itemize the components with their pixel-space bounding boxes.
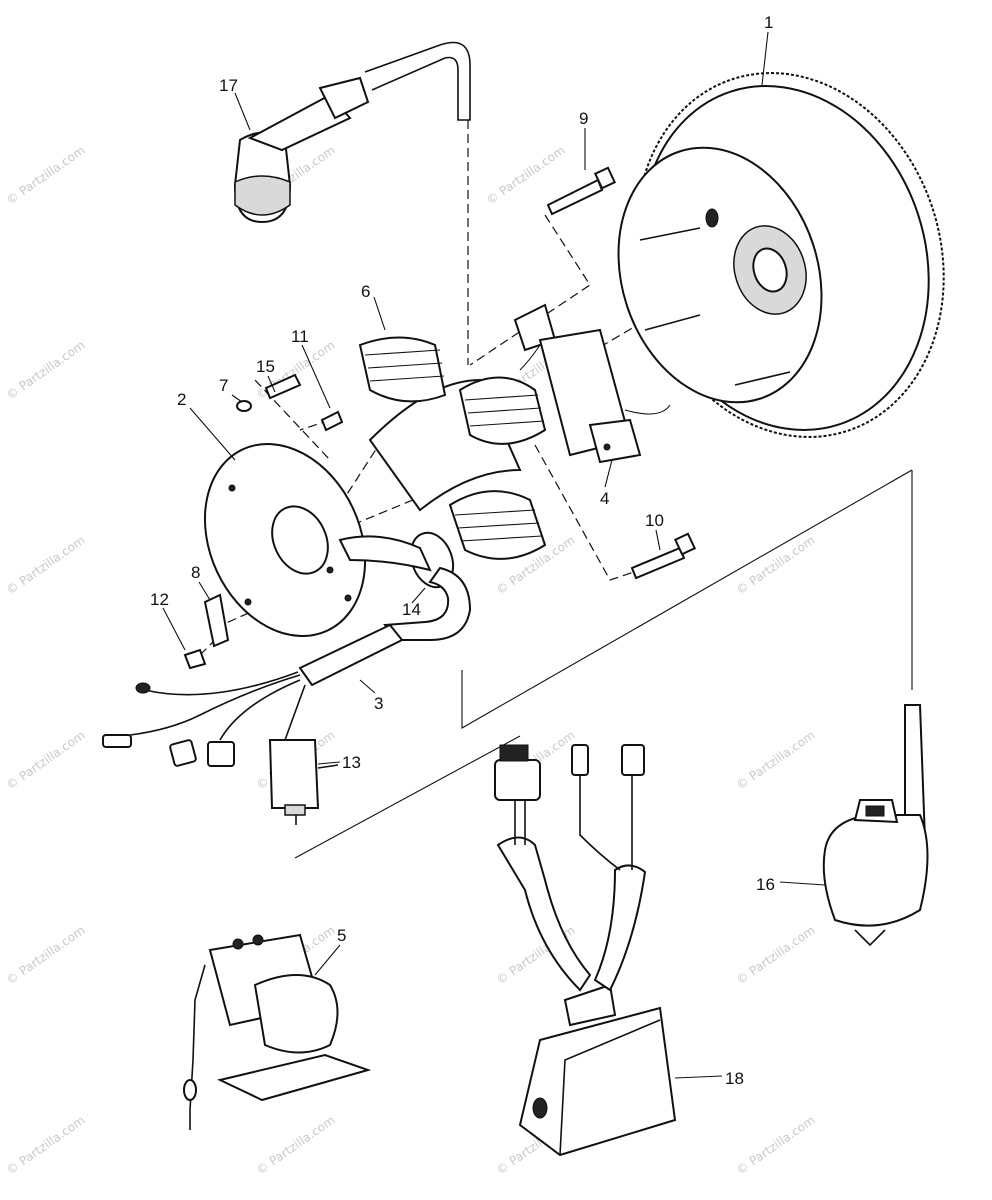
callout-2: 2 bbox=[177, 390, 186, 409]
ignition-coil bbox=[822, 704, 929, 947]
callout-16: 16 bbox=[756, 875, 775, 894]
watermark: © Partzilla.com bbox=[4, 338, 88, 403]
clamp-and-screw bbox=[183, 593, 230, 670]
callout-14: 14 bbox=[402, 600, 421, 619]
starter-solenoid bbox=[183, 933, 372, 1130]
callout-3: 3 bbox=[374, 694, 383, 713]
watermark: © Partzilla.com bbox=[4, 923, 88, 988]
screw-15 bbox=[264, 373, 302, 400]
watermark: © Partzilla.com bbox=[734, 1113, 818, 1178]
stator-base-plate bbox=[203, 442, 367, 638]
grommet-and-harness bbox=[102, 531, 472, 767]
bolt bbox=[630, 532, 697, 580]
callout-11: 11 bbox=[291, 327, 309, 346]
screw-11 bbox=[320, 410, 344, 432]
callout-13: 13 bbox=[342, 753, 361, 772]
watermark: © Partzilla.com bbox=[734, 728, 818, 793]
callout-9: 9 bbox=[579, 109, 588, 128]
callout-4: 4 bbox=[600, 489, 609, 508]
spark-plug-cap bbox=[233, 41, 471, 224]
watermark: © Partzilla.com bbox=[4, 143, 88, 208]
callout-10: 10 bbox=[645, 511, 664, 530]
watermark: © Partzilla.com bbox=[4, 728, 88, 793]
callout-labels: 1 2 3 4 5 6 7 8 9 10 11 12 13 14 15 16 1… bbox=[150, 13, 775, 1088]
callout-18: 18 bbox=[725, 1069, 744, 1088]
watermark: © Partzilla.com bbox=[254, 1113, 338, 1178]
pulser-coil bbox=[513, 303, 671, 464]
watermark: © Partzilla.com bbox=[4, 1113, 88, 1178]
callout-7: 7 bbox=[219, 376, 228, 395]
callout-1: 1 bbox=[764, 13, 773, 32]
callout-17: 17 bbox=[219, 76, 238, 95]
callout-15: 15 bbox=[256, 357, 275, 376]
watermark: © Partzilla.com bbox=[734, 923, 818, 988]
callout-8: 8 bbox=[191, 563, 200, 582]
callout-12: 12 bbox=[150, 590, 169, 609]
stator-coils bbox=[358, 336, 547, 560]
cdi-box bbox=[494, 744, 677, 1157]
flywheel bbox=[617, 72, 945, 438]
small-fasteners bbox=[236, 373, 344, 432]
washer bbox=[236, 400, 252, 412]
watermark: © Partzilla.com bbox=[484, 143, 568, 208]
watermark: © Partzilla.com bbox=[4, 533, 88, 598]
callout-6: 6 bbox=[361, 282, 370, 301]
leader-lines bbox=[162, 31, 826, 1079]
connector bbox=[268, 739, 339, 825]
bolt bbox=[546, 166, 617, 216]
callout-5: 5 bbox=[337, 926, 346, 945]
